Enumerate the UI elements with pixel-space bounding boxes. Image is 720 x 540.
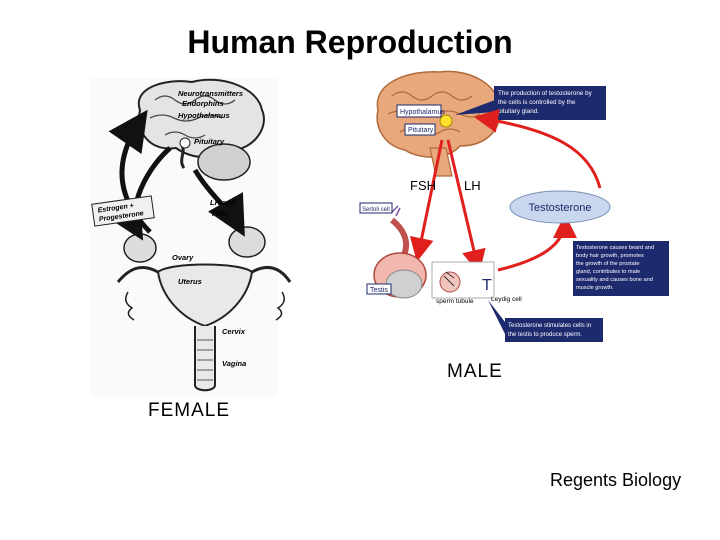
label-hypothalamus-female: Hypothalamus [178,111,230,120]
male-caption: MALE [447,361,503,382]
label-cervix: Cervix [222,327,246,336]
label-pituitary-female: Pituitary [194,137,225,146]
hormone-arrow-down [105,146,172,241]
label-hypothalamus-male: Hypothalamus [400,109,445,116]
footer-label: Regents Biology [550,470,682,490]
label-endorphins: Endorphins [182,99,224,108]
testosterone-pill [509,190,611,224]
note-bottom-box [505,318,603,342]
label-neurotransmitters: Neurotransmitters [178,89,243,98]
label-ovary: Ovary [172,253,194,262]
label-sertoli: Sertoli cell [362,207,390,213]
lh-arrow [446,139,486,274]
lh-fsh-arrow [192,168,245,237]
label-uterus: Uterus [178,277,202,286]
testosterone-feedback-arrow [474,108,602,189]
note-middle-text: Testosterone causes beard and body hair … [576,245,656,291]
label-leydig: Leydig cell [491,296,522,303]
page-title: Human Reproduction [187,24,513,60]
note-top-box [494,86,606,120]
female-brain [137,78,265,159]
uterus-shape [156,263,254,328]
female-caption: FEMALE [148,400,231,421]
note-middle-box [573,241,669,296]
label-vagina: Vagina [222,359,246,368]
label-testosterone: Testosterone [529,202,592,214]
label-estrogen: Estrogen + [97,202,134,214]
note-bottom-text: Testosterone stimulates cells in the tes… [508,323,593,338]
label-fsh-female: FSH [212,209,228,218]
note-top-text: The production of testosterone by the ce… [498,90,594,115]
testosterone-release-arrow [497,214,577,272]
label-fsh-male: FSH [410,178,436,193]
fsh-arrow [409,139,444,262]
female-cerebellum [197,143,251,181]
female-pituitary-gland [179,137,191,149]
label-sperm-tubule: sperm tubule [436,298,474,305]
label-t-mark: T [482,277,492,294]
label-lh-female: LH and [210,198,236,207]
label-pituitary-male: Pituitary [408,127,434,134]
label-testis: Testis [370,287,388,294]
male-pituitary-gland [439,114,453,128]
vagina-shape [194,326,216,392]
label-lh-male: LH [464,178,481,193]
